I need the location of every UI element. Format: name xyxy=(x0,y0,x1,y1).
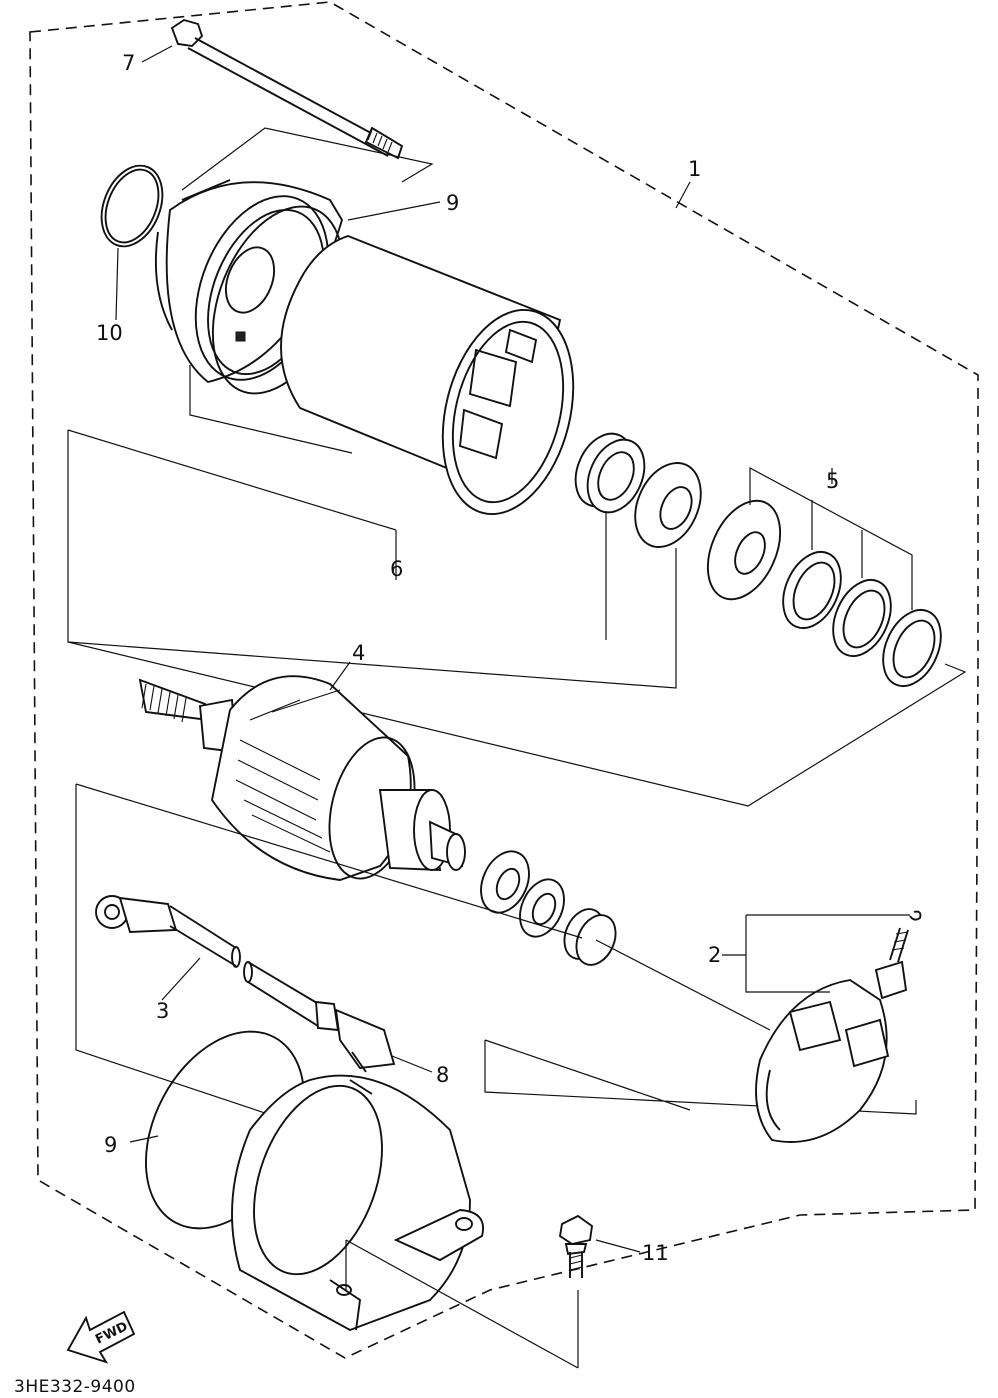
leader-lines xyxy=(115,45,833,1253)
yoke-group-bracket xyxy=(67,430,967,807)
armature xyxy=(138,675,466,881)
part-code: 3HE332-9400 xyxy=(14,1377,136,1397)
bolt-bracket xyxy=(181,127,434,191)
callout-11: 11 xyxy=(642,1241,669,1265)
callout-4: 4 xyxy=(352,641,365,665)
lead-wire-terminal xyxy=(243,961,396,1073)
rear-cover xyxy=(231,1074,484,1332)
lead-wire xyxy=(95,895,241,968)
callout-10: 10 xyxy=(96,321,123,345)
screw xyxy=(558,1214,594,1368)
cover-bracket xyxy=(189,365,353,454)
fwd-arrow: FWD xyxy=(66,1310,136,1364)
callout-5: 5 xyxy=(826,469,839,493)
callout-8: 8 xyxy=(436,1063,449,1087)
callout-9-front: 9 xyxy=(446,191,459,215)
brush-holder-bracket xyxy=(745,914,910,993)
callout-7: 7 xyxy=(122,51,135,75)
yoke-group-leader xyxy=(67,429,397,531)
washer-set xyxy=(706,499,942,687)
callout-9-rear: 9 xyxy=(104,1133,117,1157)
callout-1: 1 xyxy=(688,157,701,181)
through-bolt xyxy=(170,18,404,160)
washer-bracket xyxy=(749,466,913,610)
rear-cover-bracket xyxy=(345,1239,579,1369)
o-ring xyxy=(100,164,164,248)
yoke-bearing xyxy=(574,432,646,514)
brush-holder xyxy=(755,910,922,1143)
assembly-boundary xyxy=(29,1,979,1359)
callout-3: 3 xyxy=(156,999,169,1023)
callout-6: 6 xyxy=(390,557,403,581)
yoke xyxy=(280,234,575,515)
armature-washers xyxy=(480,850,617,966)
oil-seal xyxy=(634,462,702,548)
callout-2: 2 xyxy=(708,943,721,967)
